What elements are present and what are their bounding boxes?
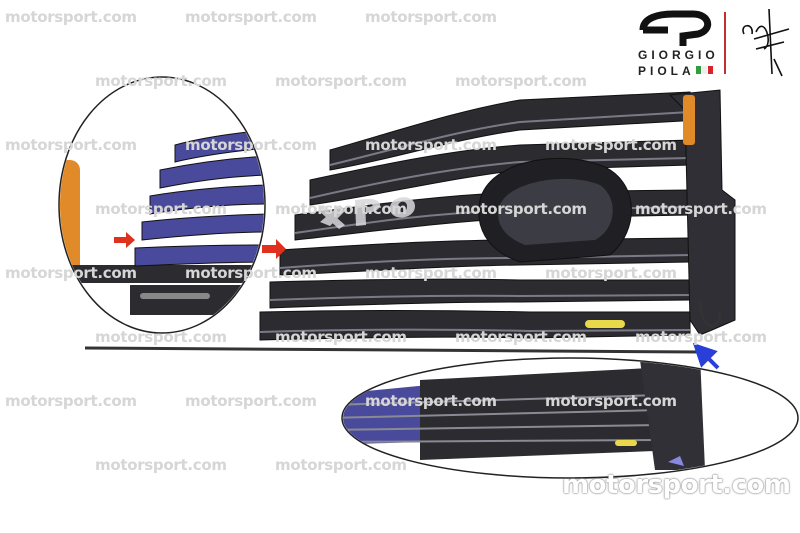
giorgio-piola-logo: GIORGIO PIOLA: [628, 4, 798, 82]
gp-monogram-icon: [639, 10, 711, 46]
red-arrow-icon: [262, 239, 286, 259]
orange-detail: [683, 95, 695, 145]
ellipse-inset: [341, 357, 799, 479]
endplate: [668, 89, 736, 336]
blue-arrow-inset-icon: [668, 456, 684, 466]
blue-arrow-icon: [692, 342, 720, 370]
flag-green: [696, 66, 701, 74]
logo-line1: GIORGIO: [638, 48, 719, 62]
motorsport-watermark-large: motorsport.com: [562, 470, 791, 500]
livery-lettering: [318, 197, 415, 229]
flag-red: [708, 66, 713, 74]
logo-line2: PIOLA: [638, 64, 695, 78]
yellow-slot: [585, 320, 625, 328]
signature-icon: [742, 8, 790, 77]
red-arrow-inset-icon: [114, 232, 135, 248]
circle-inset: [58, 76, 266, 334]
logo-divider: [724, 12, 726, 74]
flag-white: [702, 66, 707, 74]
